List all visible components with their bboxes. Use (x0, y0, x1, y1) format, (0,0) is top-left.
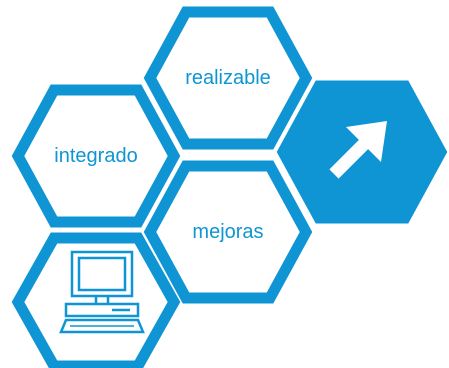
hexagon-label-mejoras: mejoras (192, 221, 263, 243)
hexagon-mejoras: mejoras (143, 160, 313, 304)
hexagon-arrow (276, 80, 448, 224)
hexagon-realizable: realizable (143, 6, 313, 150)
hexagon-label-realizable: realizable (185, 67, 271, 89)
hexagon-label-integrado: integrado (54, 145, 137, 167)
arrow-up-right-icon (329, 121, 387, 179)
hexagon-computer (11, 232, 181, 368)
computer-icon (59, 250, 145, 334)
hexagon-integrado: integrado (11, 84, 181, 228)
